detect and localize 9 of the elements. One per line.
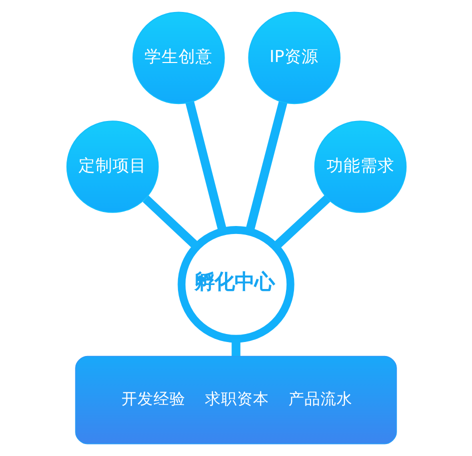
node-circle: 学生创意 xyxy=(132,12,224,104)
node-circle: IP资源 xyxy=(248,12,340,104)
connector xyxy=(142,196,200,250)
node-circle: 定制项目 xyxy=(66,120,158,213)
connector xyxy=(244,101,287,232)
node-box: 开发经验 求职资本 产品流水 xyxy=(74,356,396,444)
node-circle: 功能需求 xyxy=(314,120,406,213)
connector xyxy=(272,195,330,250)
node-circle: 孵化中心 xyxy=(177,226,294,343)
